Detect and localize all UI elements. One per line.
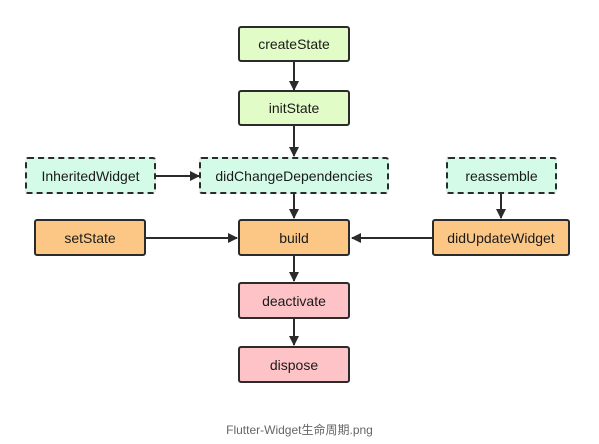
dispose-node: dispose [238, 346, 350, 383]
didupdatewidget-node: didUpdateWidget [432, 219, 570, 256]
createstate-node: createState [238, 26, 350, 62]
deactivate-node: deactivate [238, 282, 350, 319]
build-node: build [238, 219, 350, 256]
initstate-node: initState [238, 90, 350, 126]
setstate-node: setState [34, 219, 146, 256]
reassemble-node: reassemble [446, 157, 557, 194]
inheritedwidget-node: InheritedWidget [25, 157, 156, 194]
image-caption: Flutter-Widget生命周期.png [226, 423, 373, 437]
didchangedependencies-node: didChangeDependencies [199, 157, 389, 194]
